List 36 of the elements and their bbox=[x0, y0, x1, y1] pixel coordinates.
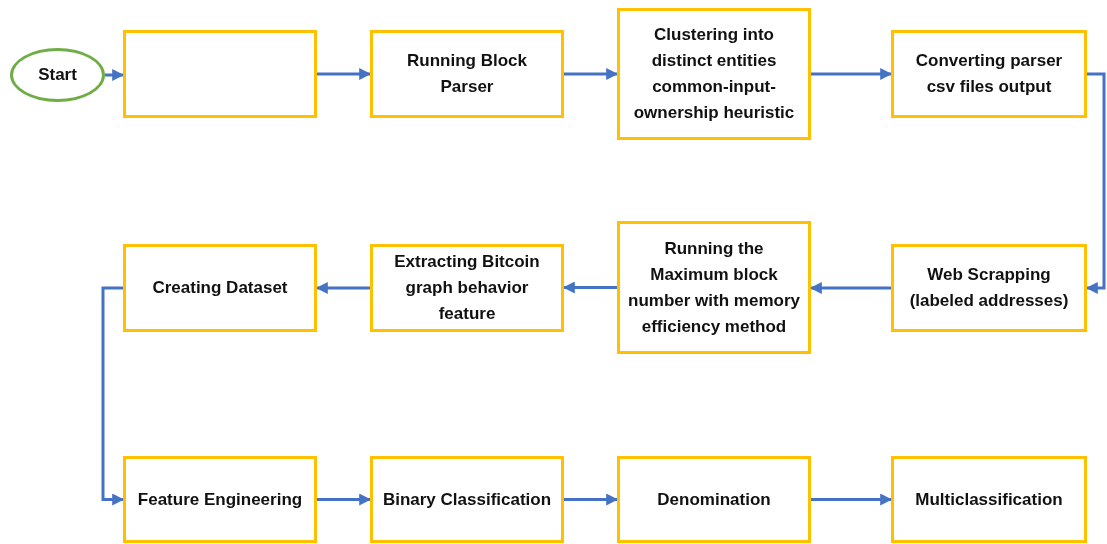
node-label: Running the Maximum block number with memory efficiency method bbox=[627, 237, 801, 338]
arrow bbox=[811, 68, 893, 80]
node-label: Start bbox=[37, 64, 78, 86]
arrow bbox=[317, 68, 372, 80]
node-label: Denomination bbox=[656, 488, 772, 511]
arrow bbox=[315, 282, 370, 294]
arrow bbox=[105, 69, 125, 81]
process-box bbox=[617, 456, 811, 543]
node-label: Running Block Parser bbox=[406, 50, 528, 98]
node-label: Converting parser csv files output bbox=[914, 50, 1064, 98]
process-box bbox=[617, 8, 811, 140]
node-label: Creating Dataset bbox=[151, 277, 289, 299]
node-label: Clustering into distinct entities common-input-ownership heuristic bbox=[632, 24, 796, 124]
node-label: Web Scrapping (labeled addresses) bbox=[908, 264, 1070, 312]
process-box bbox=[891, 244, 1087, 332]
arrow bbox=[1085, 72, 1106, 294]
process-box bbox=[891, 30, 1087, 118]
arrow bbox=[101, 286, 125, 506]
process-box bbox=[370, 30, 564, 118]
process-box bbox=[123, 456, 317, 543]
process-box bbox=[891, 456, 1087, 543]
process-box bbox=[123, 244, 317, 332]
process-box bbox=[370, 456, 564, 543]
node-label: Multiclassification bbox=[914, 488, 1064, 511]
node-label: Binary Classification bbox=[381, 488, 553, 511]
arrow bbox=[564, 493, 619, 506]
arrow bbox=[564, 68, 619, 80]
node-label: Extracting Bitcoin graph behavior feature bbox=[393, 251, 541, 325]
arrow bbox=[811, 493, 893, 506]
arrow bbox=[809, 282, 891, 294]
process-box bbox=[370, 244, 564, 332]
node-label: Feature Engineering bbox=[136, 488, 304, 511]
process-box bbox=[617, 221, 811, 354]
process-box bbox=[123, 30, 317, 118]
arrow bbox=[317, 493, 372, 506]
arrow bbox=[562, 281, 617, 294]
